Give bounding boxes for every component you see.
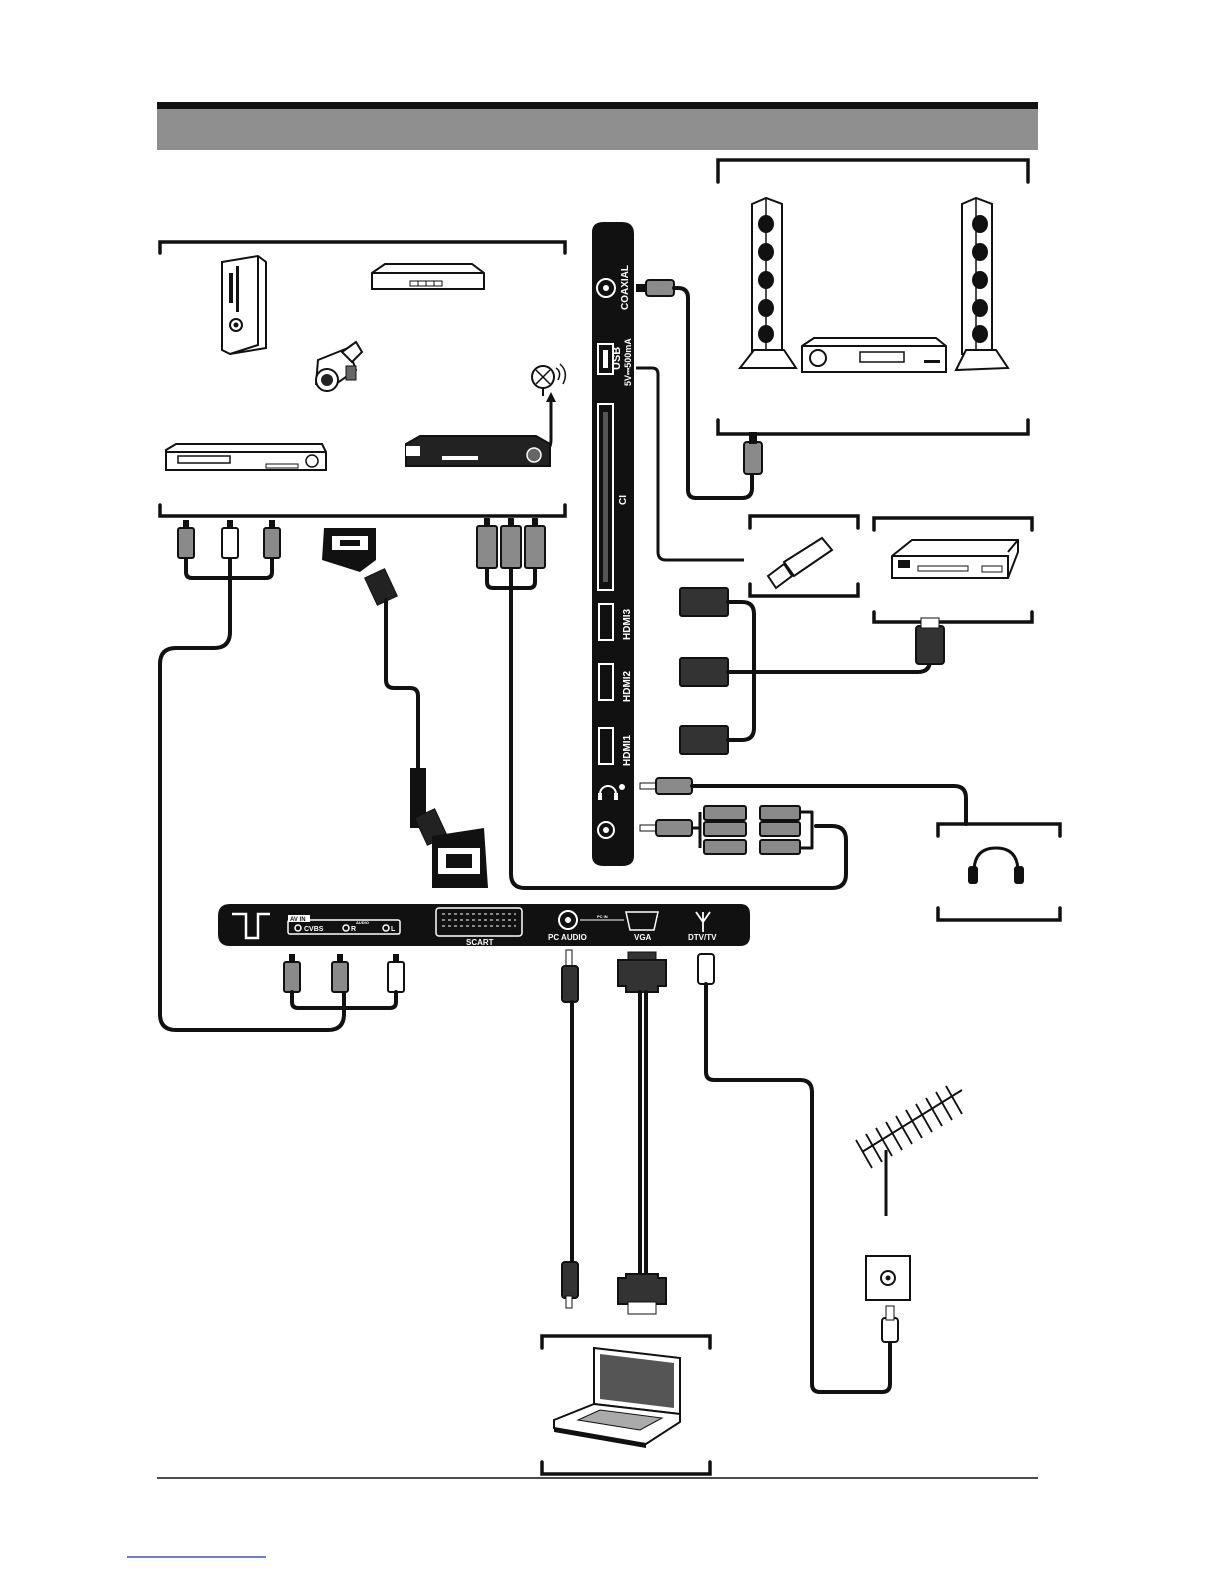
amplifier-icon [802, 338, 946, 372]
headphones-icon [968, 848, 1024, 884]
cvbs-label: CVBS [304, 926, 324, 933]
wall-socket-icon [866, 1256, 910, 1300]
set-top-box-icon [406, 436, 550, 466]
laptop-group [542, 1336, 710, 1474]
ci-label: CI [618, 495, 629, 505]
audio-r-label: R [351, 926, 356, 933]
audio-system-group [718, 160, 1028, 434]
coaxial-cable [636, 280, 762, 498]
av-receiver-icon [166, 444, 326, 470]
av-out-plugs [640, 806, 812, 854]
rca-plugs-left [160, 520, 344, 1030]
scart-label: SCART [466, 938, 494, 947]
hdmi3-port[interactable] [599, 604, 613, 640]
vga-label: VGA [634, 933, 652, 942]
usb-rating-label: 5V⎓500mA [623, 338, 633, 386]
hdmi1-label: HDMI1 [622, 734, 633, 766]
dvd-player-icon [372, 264, 484, 289]
blu-ray-player-icon [892, 540, 1018, 578]
bottom-panel: AV IN CVBS AUDIO R L SCART PC AUDIO PC I… [218, 904, 750, 947]
hdmi3-label: HDMI3 [622, 608, 633, 640]
headphone-cable [640, 778, 966, 824]
pc-audio-label: PC AUDIO [548, 933, 587, 942]
game-console-icon [222, 256, 266, 354]
speaker-icon [740, 198, 796, 368]
laptop-icon [554, 1348, 680, 1448]
header-bar [157, 102, 1038, 150]
antenna-cable [698, 954, 898, 1392]
headphones-group [938, 824, 1060, 920]
pc-audio-cable [562, 950, 578, 1308]
hdmi2-port[interactable] [599, 664, 613, 700]
usb-drive-icon [768, 538, 832, 588]
usb-drive-group [750, 516, 858, 596]
vga-cable [618, 952, 666, 1314]
pc-in-label: PC IN [597, 914, 608, 919]
av-devices-group [160, 242, 565, 516]
hdmi1-port[interactable] [599, 728, 613, 764]
blu-ray-group [874, 518, 1032, 622]
audio-label: AUDIO [356, 920, 369, 925]
audio-l-label: L [391, 926, 396, 933]
speaker-icon [956, 198, 1008, 370]
hdmi-cables [680, 588, 944, 754]
av-in-label: AV IN [290, 917, 306, 923]
coaxial-label: COAXIAL [620, 265, 631, 310]
side-panel: COAXIAL USB 5V⎓500mA CI HDMI3 HDMI2 HDMI… [592, 222, 634, 866]
scart-cable [322, 528, 488, 888]
antenna-icon [856, 1086, 962, 1216]
camcorder-icon [316, 342, 362, 391]
hdmi2-label: HDMI2 [622, 670, 633, 702]
dtv-tv-label: DTV/TV [688, 933, 717, 942]
usb-label: USB [611, 347, 623, 370]
